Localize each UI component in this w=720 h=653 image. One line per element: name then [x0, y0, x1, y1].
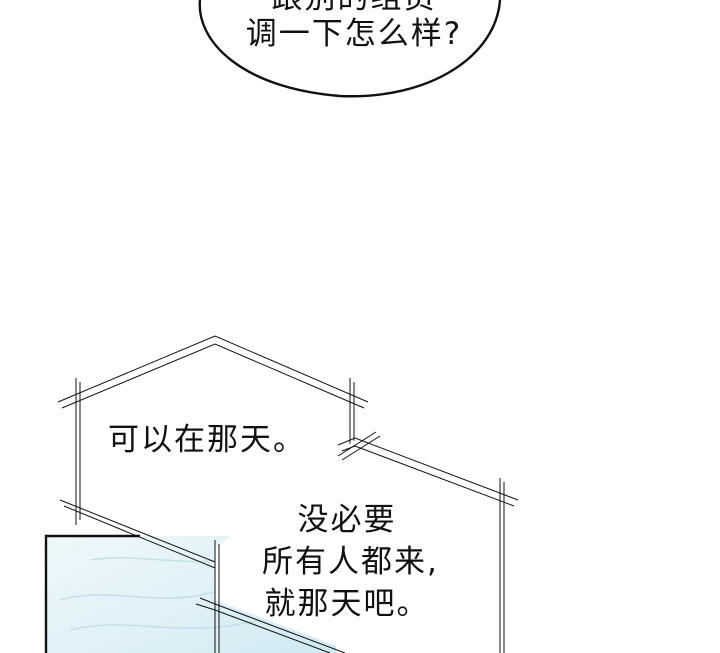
speech-bubble-text: 调一下怎么样? [245, 16, 463, 52]
hexagon-caption-right [195, 431, 519, 653]
caption-right-line-2: 所有人都来, [262, 543, 439, 580]
caption-right-line-3: 就那天吧。 [264, 585, 430, 622]
speech-bubble-outline [198, 0, 502, 98]
hexagon-caption-left [57, 335, 369, 569]
speech-bubble-clipped-text: 跟别的组员 [254, 0, 454, 18]
caption-left-text: 可以在那天。 [108, 422, 306, 458]
caption-right-line-1: 没必要 [297, 502, 397, 538]
caption-right-text: 没必要 所有人都来, 就那天吧。 [262, 500, 439, 626]
